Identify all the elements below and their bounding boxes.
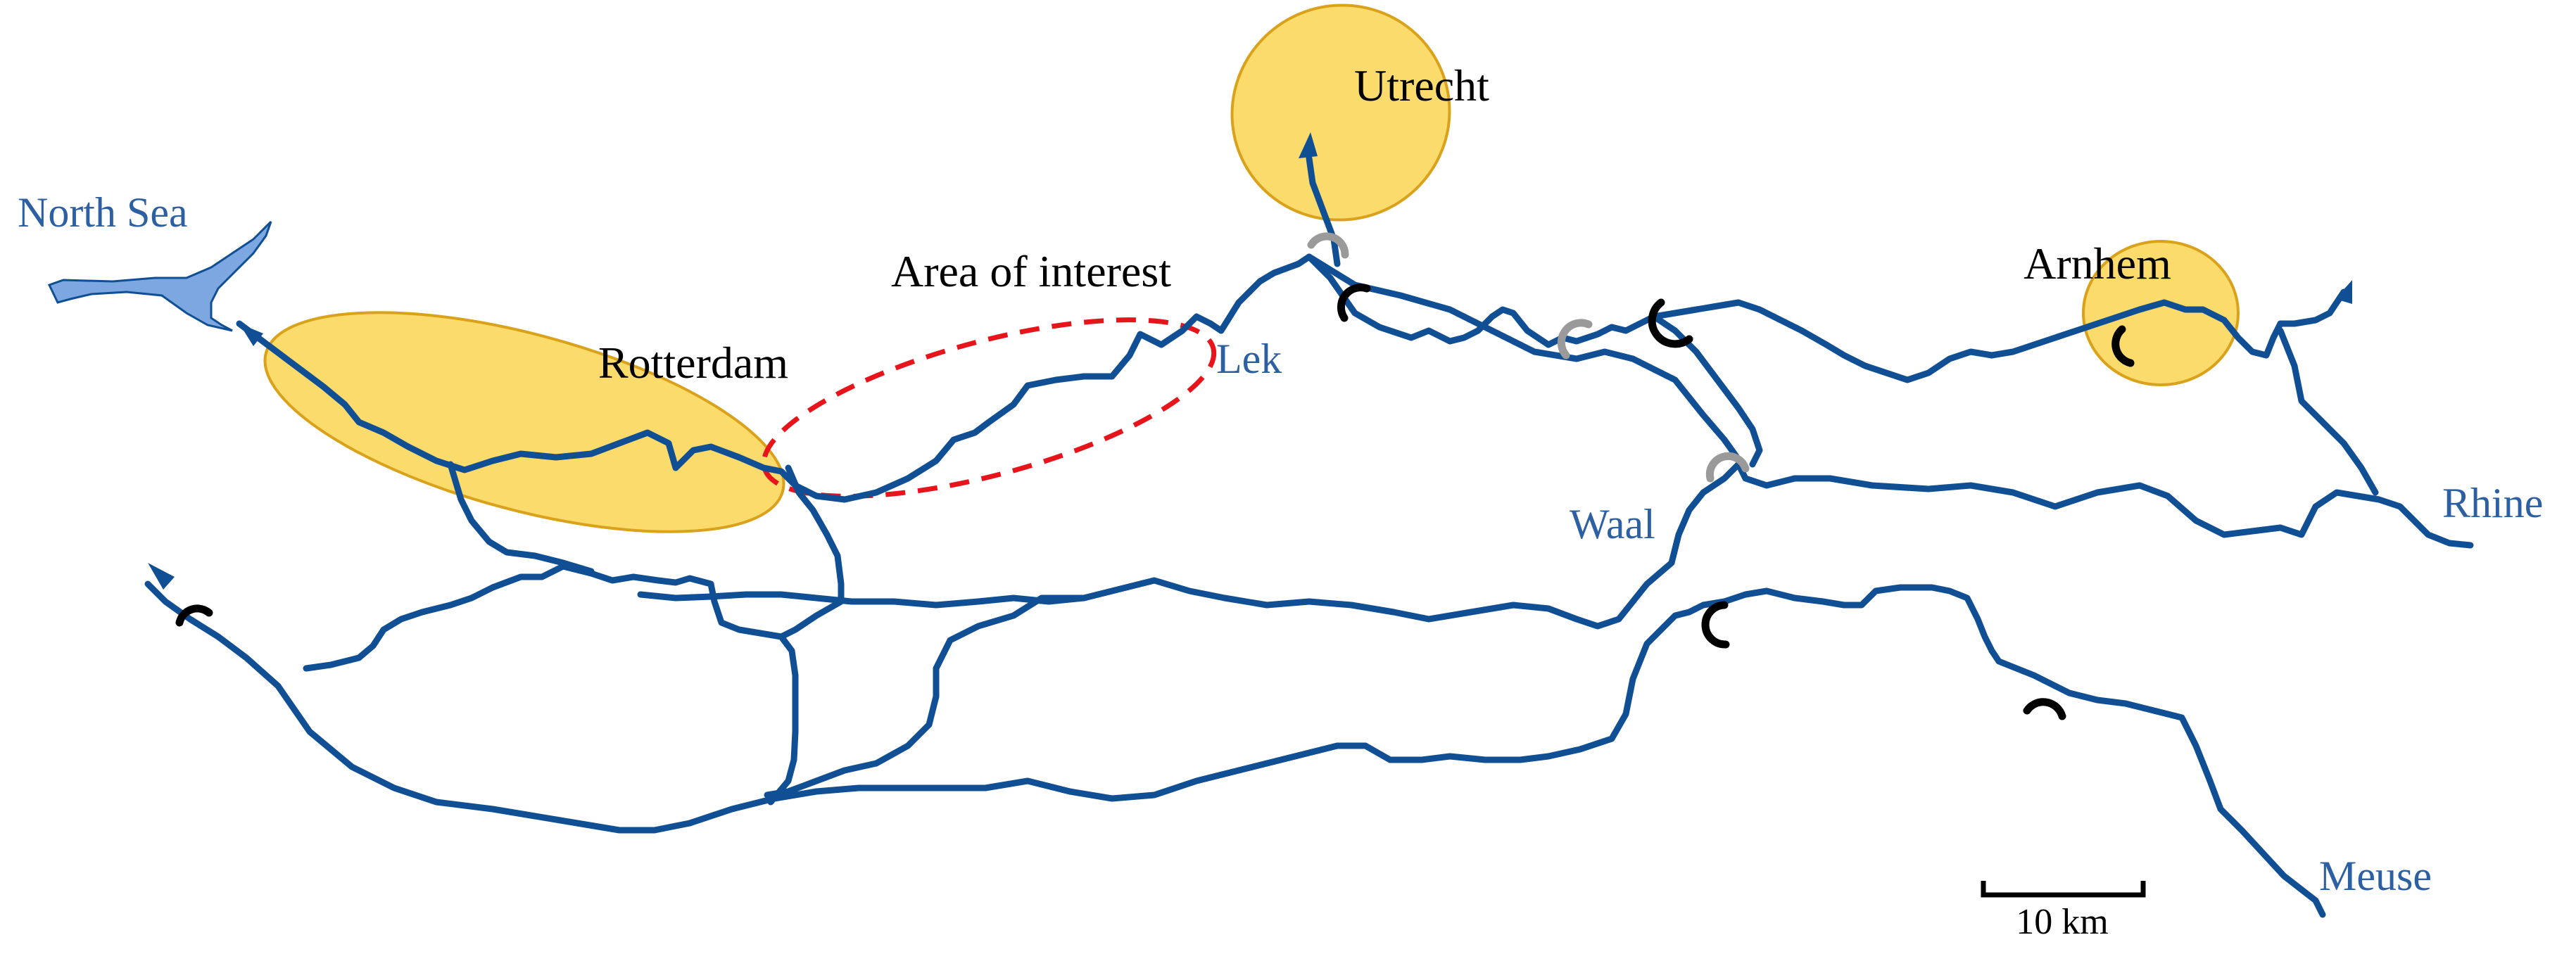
flow-arrow-icon (148, 563, 175, 590)
north-sea-label: North Sea (18, 189, 188, 236)
river-waal (1735, 461, 2474, 549)
weir-icon (175, 604, 213, 627)
lek-label: Lek (1216, 336, 1282, 382)
rhine-label: Rhine (2442, 480, 2543, 526)
weir-icon (1701, 601, 1730, 649)
scale-bar: 10 km (1981, 881, 2146, 942)
weirs (175, 232, 2135, 720)
flow-arrow-icon (239, 324, 263, 346)
scale-bar-label: 10 km (2016, 902, 2108, 942)
river-meuse (686, 584, 2326, 918)
flow-arrow-icon (2335, 280, 2352, 304)
weir-icon (1307, 232, 1349, 259)
river-rhine-upper (2277, 327, 2379, 496)
river-spui (447, 461, 595, 575)
weir-icon (1705, 452, 1750, 483)
rotterdam-zone (263, 311, 785, 533)
utrecht-label: Utrecht (1354, 61, 1489, 110)
river-utrecht-branch (1306, 155, 1341, 267)
river-oude-maas-east (764, 594, 1087, 799)
river-dordtse-kil (767, 633, 799, 806)
weir-icon (1337, 284, 1371, 322)
utrecht-zone (1230, 4, 1451, 222)
river-hollandsch-diep (144, 580, 693, 834)
river-network (144, 253, 2474, 918)
river-lek-upper (1306, 253, 2347, 383)
flow-arrows (148, 132, 2352, 590)
weir-icon (2111, 325, 2135, 367)
area-of-interest-ellipse (761, 317, 1217, 499)
flow-arrow-icon (1299, 132, 1318, 158)
river-oude-maas (303, 563, 845, 672)
arnhem-label: Arnhem (2023, 238, 2171, 288)
river-kromme-rijn (1306, 253, 1745, 468)
area-of-interest-label: Area of interest (891, 246, 1171, 296)
river-lek-connector (1650, 313, 1763, 468)
arnhem-zone (2082, 240, 2240, 386)
rotterdam-label: Rotterdam (598, 338, 788, 388)
weir-icon (2023, 698, 2066, 720)
waal-label: Waal (1570, 501, 1655, 547)
north-sea-area (47, 220, 272, 332)
meuse-label: Meuse (2319, 853, 2432, 899)
weir-icon (1648, 298, 1693, 348)
river-nieuwe-maas-lek (236, 253, 1313, 503)
weir-icon (1557, 319, 1593, 360)
river-noord (785, 464, 845, 605)
